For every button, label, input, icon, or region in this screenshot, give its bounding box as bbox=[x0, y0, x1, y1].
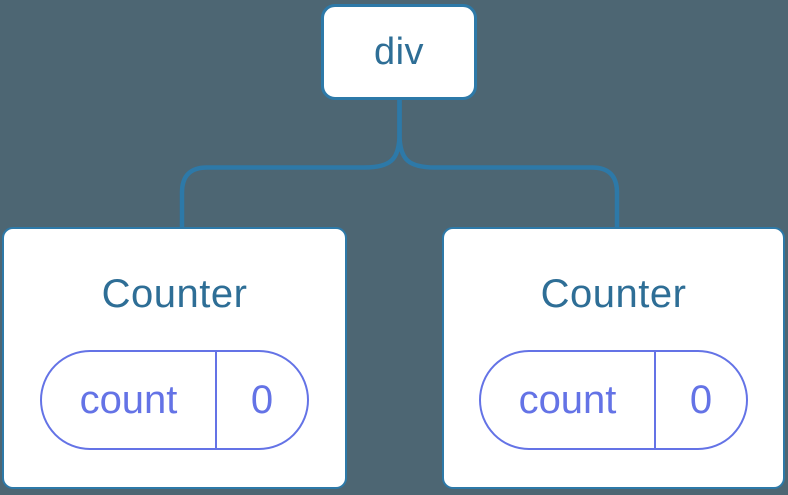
state-key-cell: count bbox=[42, 352, 217, 448]
state-key-label: count bbox=[79, 378, 178, 422]
counter-title: Counter bbox=[101, 272, 248, 316]
state-value-cell: 0 bbox=[656, 352, 746, 448]
root-node-div: div bbox=[321, 4, 477, 100]
connector-right-branch bbox=[397, 99, 620, 228]
state-value-label: 0 bbox=[689, 378, 713, 422]
root-node-label: div bbox=[373, 31, 425, 73]
state-value-label: 0 bbox=[250, 378, 274, 422]
state-pill: count 0 bbox=[40, 350, 309, 450]
state-key-cell: count bbox=[481, 352, 656, 448]
counter-title: Counter bbox=[540, 272, 687, 316]
state-value-cell: 0 bbox=[217, 352, 307, 448]
state-key-label: count bbox=[518, 378, 617, 422]
counter-card-left: Counter count 0 bbox=[2, 227, 347, 489]
counter-card-right: Counter count 0 bbox=[442, 227, 785, 489]
connector-left-branch bbox=[179, 99, 402, 228]
state-pill: count 0 bbox=[479, 350, 748, 450]
